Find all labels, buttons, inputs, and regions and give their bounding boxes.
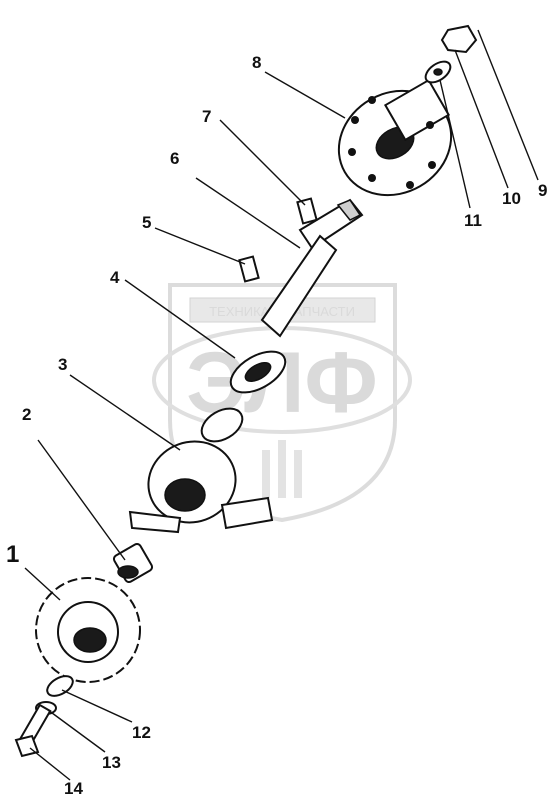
callout-4: 4 xyxy=(110,268,120,287)
callout-5: 5 xyxy=(142,213,151,232)
nut-part-9 xyxy=(440,24,478,54)
leader-lines xyxy=(24,29,539,781)
callout-8: 8 xyxy=(252,53,261,72)
bushing-part-4 xyxy=(200,350,287,443)
shaft-part-6 xyxy=(260,198,364,338)
washer-part-12 xyxy=(46,675,74,697)
sleeve-part-2 xyxy=(112,542,154,584)
callout-labels: 1 2 3 4 5 6 7 8 9 10 11 12 13 14 xyxy=(6,53,547,798)
callout-2: 2 xyxy=(22,405,31,424)
washer-part-10 xyxy=(424,60,452,84)
key-part-7 xyxy=(296,197,318,225)
callout-12: 12 xyxy=(132,723,151,742)
callout-3: 3 xyxy=(58,355,67,374)
callout-14: 14 xyxy=(64,779,83,798)
key-part-5 xyxy=(238,255,260,283)
flange-hub-part-8 xyxy=(337,78,453,197)
callout-9: 9 xyxy=(538,181,547,200)
callout-11: 11 xyxy=(464,211,482,230)
callout-10: 10 xyxy=(502,189,521,208)
wheat-icon xyxy=(262,440,302,498)
callout-7: 7 xyxy=(202,107,211,126)
sprocket-part-1 xyxy=(35,577,141,683)
callout-13: 13 xyxy=(102,753,121,772)
bolt-part-14 xyxy=(14,703,52,758)
callout-6: 6 xyxy=(170,149,179,168)
callout-1: 1 xyxy=(6,541,19,568)
bearing-housing-part-3 xyxy=(128,440,274,534)
